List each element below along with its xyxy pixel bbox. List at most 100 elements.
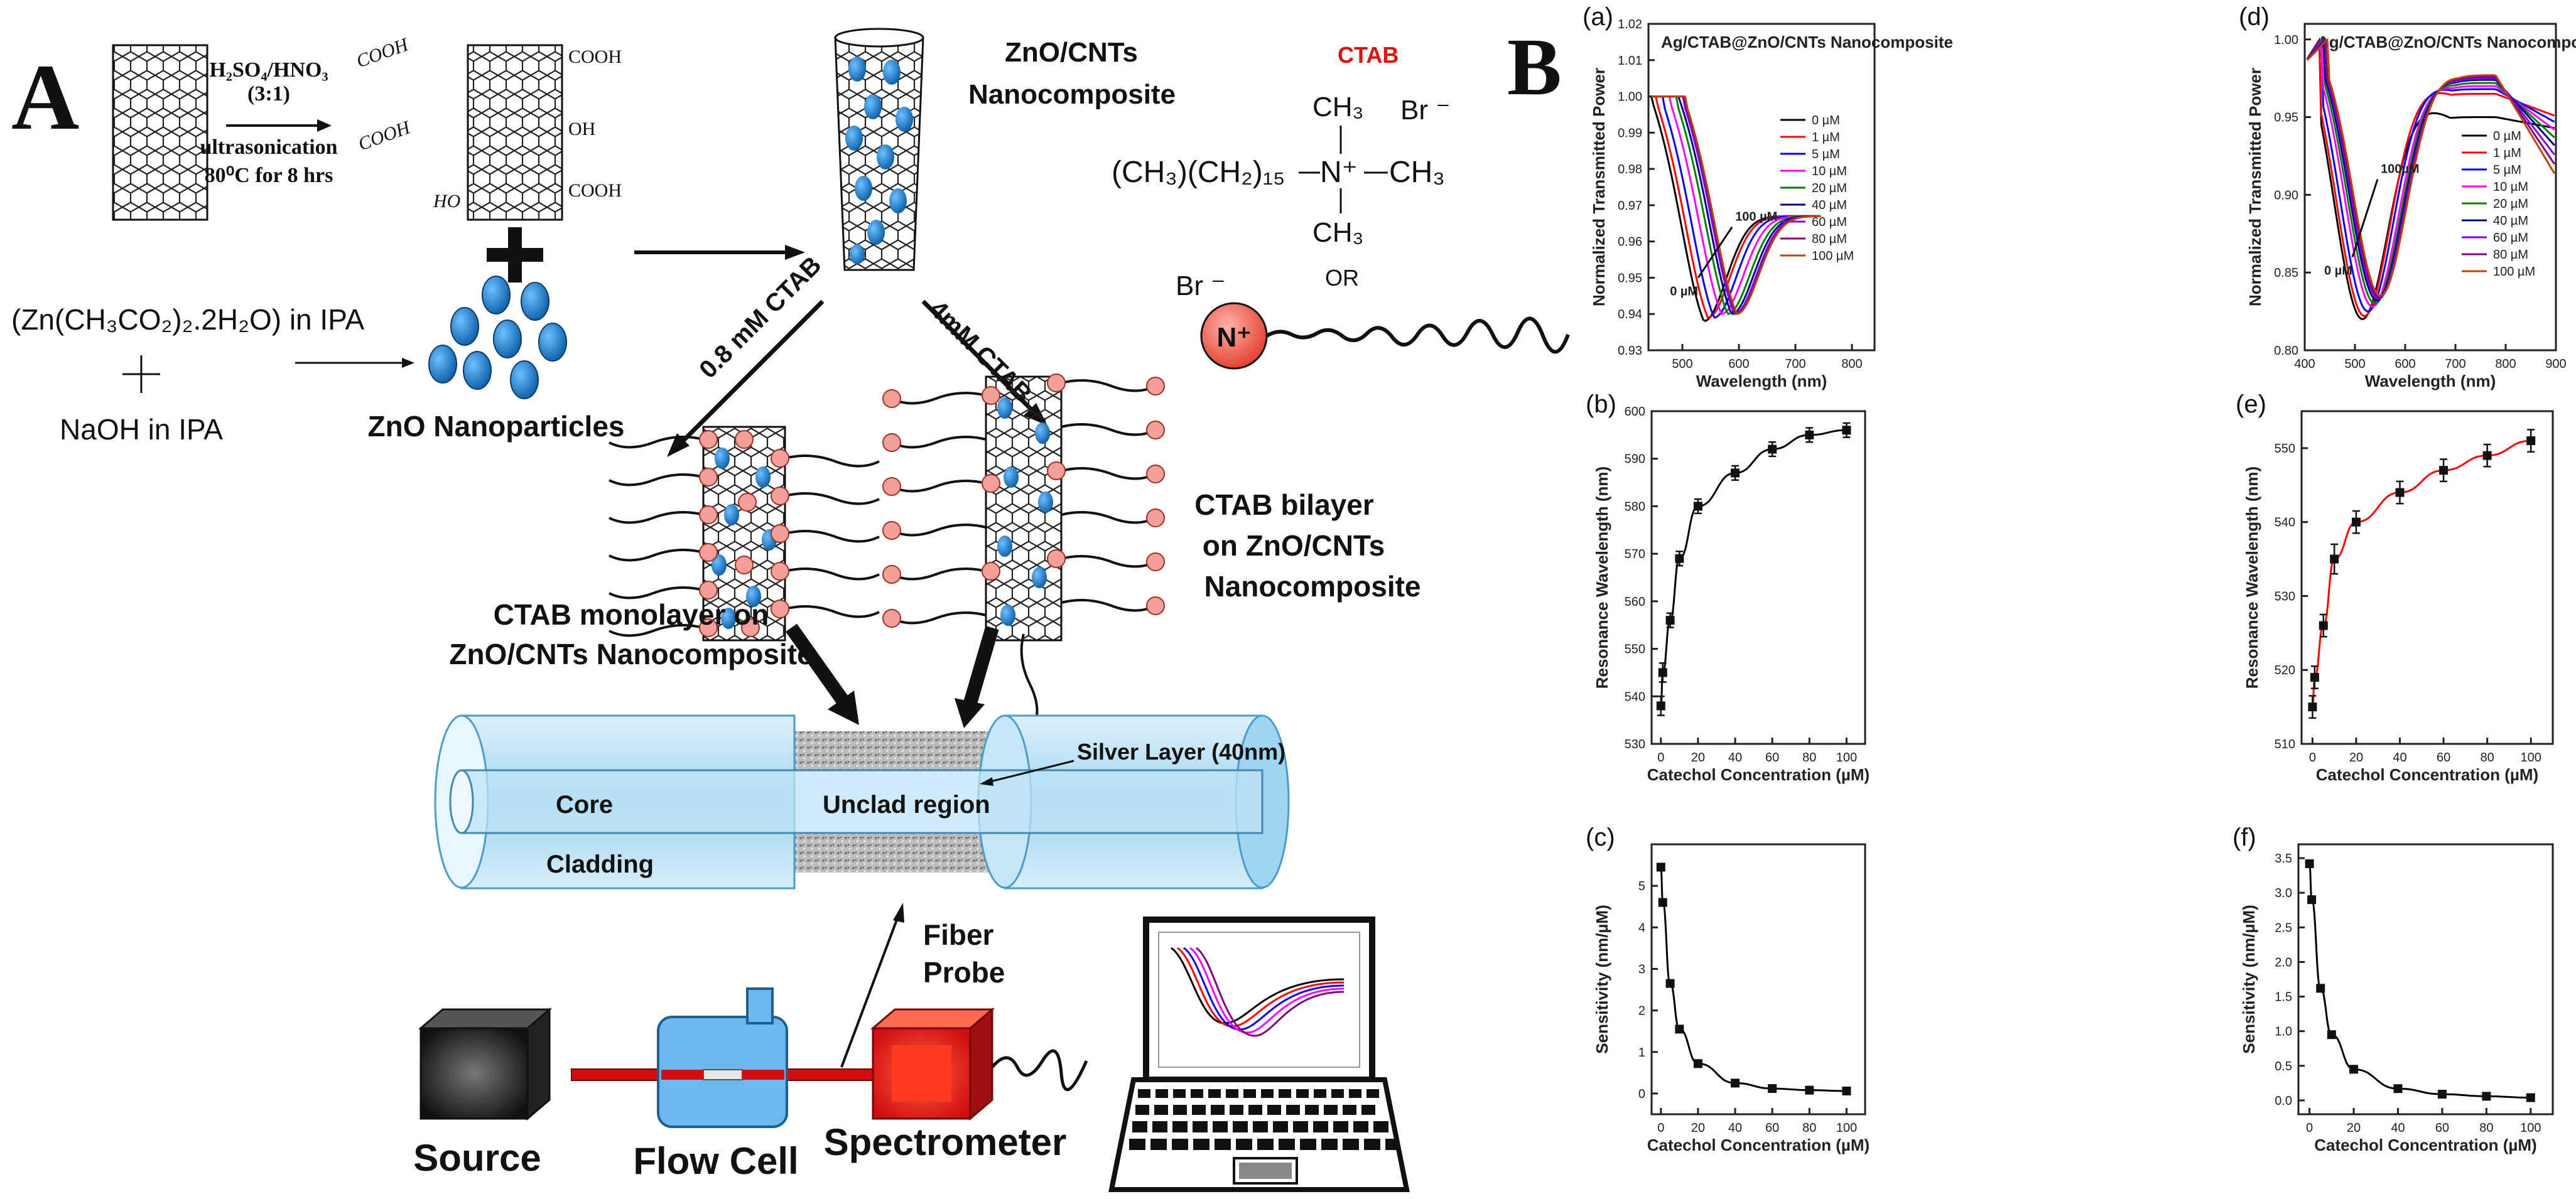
legend-label: 80 µM xyxy=(2493,248,2528,262)
y-tick-label: 0 xyxy=(1638,1087,1645,1101)
data-point xyxy=(2482,1092,2491,1101)
x-tick-label: 80 xyxy=(1802,1121,1816,1135)
data-point xyxy=(2327,1030,2336,1040)
probe-label-1: Fiber xyxy=(923,918,994,951)
x-tick-label: 40 xyxy=(1728,1121,1742,1135)
x-tick-label: 60 xyxy=(1765,751,1779,765)
ctab-ch3-right: CH₃ xyxy=(1389,156,1445,189)
trend-arrow xyxy=(2351,179,2379,257)
x-tick-label: 100 xyxy=(1836,751,1857,765)
ctab-n: N⁺ xyxy=(1320,156,1358,189)
y-tick-label: 1.5 xyxy=(2275,991,2292,1004)
y-tick-label: 530 xyxy=(1625,738,1645,751)
ctab-br-top: Br ⁻ xyxy=(1400,95,1450,126)
data-point xyxy=(2310,673,2319,682)
y-tick-label: 0.99 xyxy=(1618,126,1642,140)
x-tick-label: 20 xyxy=(2347,1121,2361,1135)
precursor-arrowhead xyxy=(402,358,414,368)
trend-arrow xyxy=(1697,226,1733,279)
x-tick-label: 0 xyxy=(2306,1121,2313,1135)
silver-pointer xyxy=(982,760,1074,785)
laptop xyxy=(1108,917,1410,1192)
legend-label: 5 µM xyxy=(2493,163,2521,177)
probe-label-2: Probe xyxy=(923,956,1005,989)
panel-a: A H₂SO₄/HNO₃ (3:1) ultrasonication 80⁰C … xyxy=(11,28,1570,1192)
legend-label: 1 µM xyxy=(1812,131,1840,144)
y-tick-label: 1.01 xyxy=(1618,54,1642,68)
ctab-bilayer-cnt xyxy=(882,374,1165,738)
ctab-or: OR xyxy=(1325,265,1359,291)
oh-label: OH xyxy=(568,119,595,139)
y-tick-label: 0.0 xyxy=(2275,1094,2292,1108)
monolayer-line1: CTAB monolayer on xyxy=(494,598,769,631)
y-tick-label: 2.0 xyxy=(2275,955,2292,969)
legend-label: 0 µM xyxy=(1812,114,1840,127)
fit-curve xyxy=(2311,439,2531,708)
data-point xyxy=(1731,1078,1740,1088)
y-tick-label: 550 xyxy=(2275,442,2295,456)
legend-label: 5 µM xyxy=(1812,148,1840,161)
arrow-down-left xyxy=(786,623,850,707)
source-box xyxy=(418,1007,553,1121)
data-point xyxy=(1731,468,1740,478)
x-tick-label: 100 xyxy=(2521,751,2541,765)
spectrometer-box xyxy=(870,1007,995,1121)
legend-label: 60 µM xyxy=(1812,215,1847,229)
panel-label: (e) xyxy=(2236,390,2266,418)
y-tick-label: 3.5 xyxy=(2275,852,2292,866)
x-tick-label: 20 xyxy=(1691,1121,1705,1135)
data-point xyxy=(2308,702,2317,712)
data-point xyxy=(2395,488,2405,497)
y-tick-label: 5 xyxy=(1638,879,1645,893)
legend-label: 40 µM xyxy=(2493,214,2528,228)
y-tick-label: 560 xyxy=(1625,595,1645,609)
legend-label: 20 µM xyxy=(1812,181,1847,195)
panel-label: (f) xyxy=(2232,824,2256,851)
y-tick-label: 1 xyxy=(1638,1046,1645,1060)
silver-pointer-head xyxy=(980,777,993,786)
y-tick-label: 4 xyxy=(1638,921,1645,935)
spectrometer-cable xyxy=(991,1049,1088,1092)
ctab-ch3-top: CH₃ xyxy=(1312,92,1363,122)
monolayer-line2: ZnO/CNTs Nanocomposite xyxy=(449,638,813,670)
annotation-high: 100µM xyxy=(2381,163,2420,176)
x-tick-label: 40 xyxy=(1728,751,1742,765)
data-point xyxy=(2305,859,2314,868)
y-tick-label: 0.95 xyxy=(2274,111,2298,125)
fiber-probe xyxy=(434,714,1290,890)
y-tick-label: 3 xyxy=(1638,962,1645,976)
precursor-text: (Zn(CH₃CO₂)₂.2H₂O) in IPA xyxy=(11,303,364,336)
data-point xyxy=(1665,979,1675,988)
legend-label: 40 µM xyxy=(1812,198,1847,212)
legend-label: 60 µM xyxy=(2493,231,2528,245)
ctab-name: CTAB xyxy=(1338,42,1399,68)
y-tick-label: 590 xyxy=(1625,453,1645,466)
y-tick-label: 2 xyxy=(1638,1004,1645,1018)
acid-line2: (3:1) xyxy=(247,82,290,105)
y-tick-label: 2.5 xyxy=(2275,921,2292,935)
flow-cell-label: Flow Cell xyxy=(633,1140,798,1182)
plus-sign xyxy=(508,227,522,282)
legend-label: 0 µM xyxy=(2493,129,2521,143)
arrow-down-right xyxy=(963,625,999,706)
cooh-label: COOH xyxy=(568,46,622,67)
legend-label: 100 µM xyxy=(1812,249,1854,263)
legend-label: 10 µM xyxy=(2493,180,2528,194)
unclad-label: Unclad region xyxy=(823,791,990,819)
spectrometer-label: Spectrometer xyxy=(824,1121,1067,1163)
zno-nanoparticles xyxy=(428,276,567,399)
data-point xyxy=(1805,430,1814,439)
data-point xyxy=(1842,1086,1851,1095)
cladding-label: Cladding xyxy=(546,851,654,878)
data-point xyxy=(2526,1093,2535,1102)
y-tick-label: 3.0 xyxy=(2275,886,2292,900)
fiber-cable xyxy=(571,1068,663,1081)
ctab-br-left: Br ⁻ xyxy=(1176,271,1225,301)
y-tick-label: 520 xyxy=(2275,664,2295,677)
x-tick-label: 800 xyxy=(2495,357,2516,371)
x-tick-label: 40 xyxy=(2393,751,2406,765)
spectrum-line xyxy=(2306,38,2555,297)
data-point xyxy=(1675,1024,1684,1034)
acid-arrowhead xyxy=(317,119,332,132)
x-tick-label: 400 xyxy=(2294,357,2315,371)
